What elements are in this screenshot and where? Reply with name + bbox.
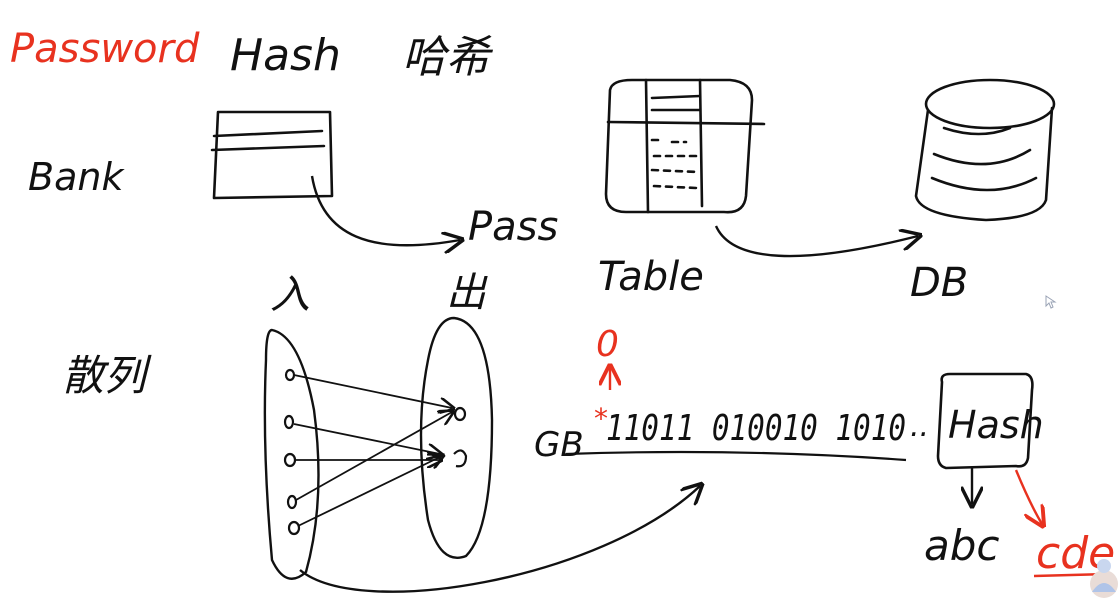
pass-label: Pass bbox=[468, 204, 558, 250]
hash-box-label: Hash bbox=[948, 403, 1044, 447]
input-point bbox=[284, 368, 296, 382]
input-point bbox=[287, 520, 301, 536]
presenter-avatar-icon bbox=[1090, 559, 1118, 598]
output-point bbox=[453, 406, 467, 422]
flipped-bit-marker: * bbox=[594, 402, 608, 435]
mapping-arrows bbox=[293, 374, 452, 527]
bits-underline bbox=[565, 450, 907, 462]
output-point bbox=[453, 449, 468, 468]
db-label: DB bbox=[910, 260, 968, 306]
hash-box bbox=[936, 372, 1034, 470]
bank-card-icon bbox=[210, 110, 334, 200]
table-to-db-arrow bbox=[714, 225, 918, 258]
hash-title-label: Hash bbox=[230, 30, 341, 81]
bit-sequence: 11011 010010 1010 bbox=[606, 408, 906, 449]
input-point bbox=[283, 452, 297, 468]
hash-chinese-label: 哈希 bbox=[402, 32, 494, 83]
output-points bbox=[453, 406, 468, 468]
input-set-ellipse bbox=[263, 328, 320, 580]
gb-label: GB bbox=[534, 425, 584, 465]
password-label: Password bbox=[10, 26, 200, 72]
scatter-chinese-label: 散列 bbox=[62, 351, 152, 400]
card-to-pass-arrow bbox=[310, 175, 460, 245]
hash-to-cde-arrow bbox=[1014, 469, 1042, 524]
input-points bbox=[283, 368, 301, 536]
bit-sequence-ellipsis: .. bbox=[910, 409, 929, 444]
mapping-to-bits-arrow bbox=[299, 486, 700, 593]
input-set-label: 入 bbox=[270, 272, 310, 318]
table-label: Table bbox=[598, 254, 704, 300]
table-grid-icon bbox=[604, 78, 766, 214]
mouse-pointer-icon bbox=[1045, 295, 1057, 309]
output-set-label: 出 bbox=[446, 270, 488, 316]
output-set-ellipse bbox=[419, 316, 494, 559]
database-cylinder-icon bbox=[914, 78, 1056, 222]
bank-label: Bank bbox=[28, 155, 125, 199]
zero-label: 0 bbox=[596, 324, 619, 365]
abc-label: abc bbox=[924, 521, 1000, 570]
input-point bbox=[286, 494, 298, 510]
input-point bbox=[283, 414, 295, 430]
